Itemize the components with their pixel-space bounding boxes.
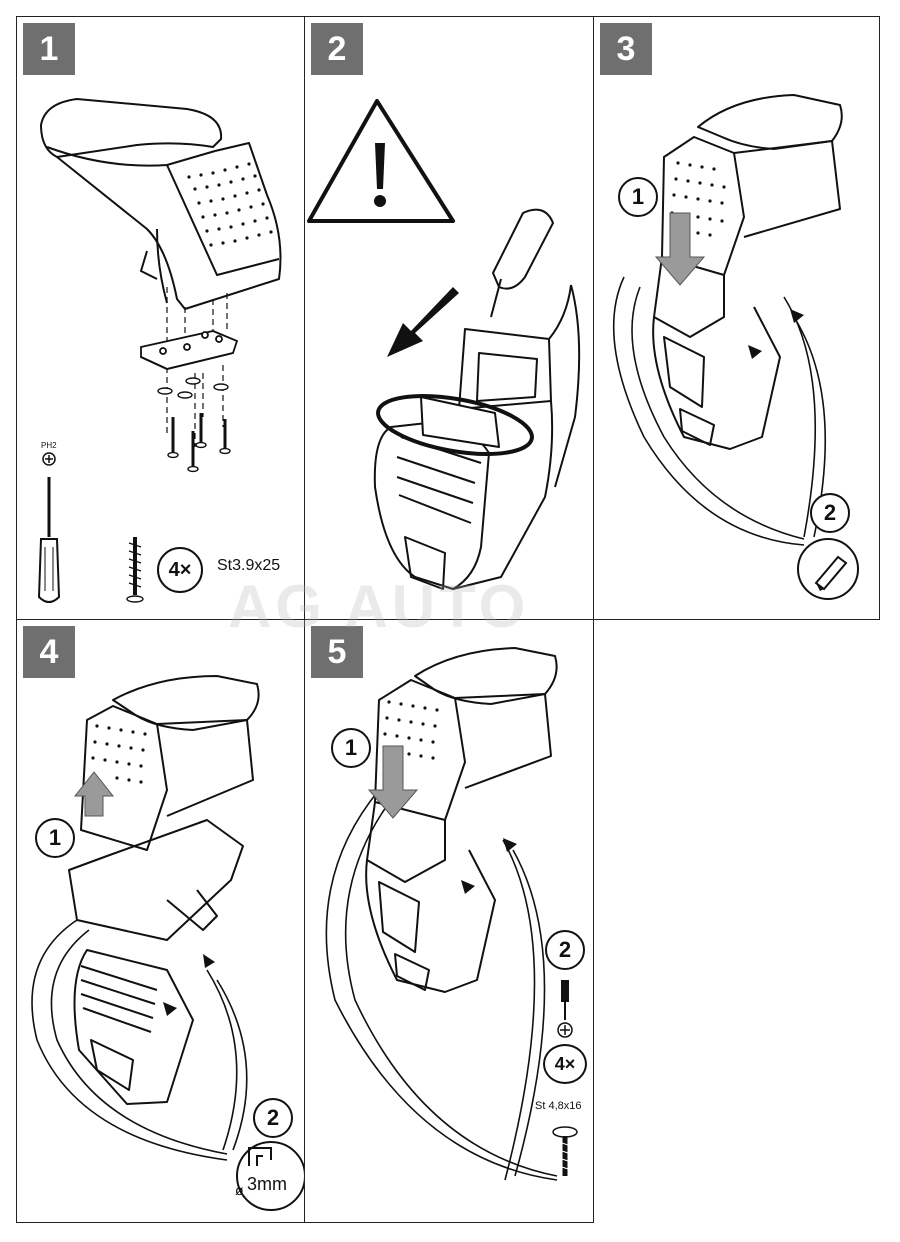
watermark: AG AUTO xyxy=(228,573,530,640)
armrest-fix-illustration xyxy=(325,647,578,1181)
step-3-panel: 3 xyxy=(593,16,880,620)
substep-1-circle: 1 xyxy=(618,177,658,217)
pencil-mark-icon xyxy=(797,538,859,600)
screw-icon xyxy=(552,1126,578,1176)
gap-label: 3mm xyxy=(247,1174,287,1194)
bit-size-label: PH2 xyxy=(41,441,57,450)
gap-measure-icon xyxy=(236,1141,304,1211)
screw-icon xyxy=(126,537,144,603)
screw-count-circle: 4× xyxy=(157,547,203,593)
armrest-exploded-illustration xyxy=(37,98,282,603)
step-number-badge: 4 xyxy=(23,626,75,678)
phillips-icon xyxy=(557,1022,573,1038)
substep-2-circle: 2 xyxy=(810,493,850,533)
diameter-symbol: ø xyxy=(235,1182,244,1198)
screw-spec-label: St 4,8x16 xyxy=(535,1100,582,1112)
step-1-panel: 1 xyxy=(16,16,305,620)
step-number-badge: 2 xyxy=(311,23,363,75)
screwdriver-icon xyxy=(561,980,569,1020)
substep-2-circle: 2 xyxy=(545,930,585,970)
armrest-lift-illustration xyxy=(31,675,304,1211)
step-2-panel: 2 xyxy=(304,16,594,620)
step-number-badge: 5 xyxy=(311,626,363,678)
pad-texture xyxy=(187,162,273,247)
step-4-panel: 4 1 2 ø 3m xyxy=(16,619,305,1223)
step-number-badge: 1 xyxy=(23,23,75,75)
substep-1-circle: 1 xyxy=(35,818,75,858)
step-number-badge: 3 xyxy=(600,23,652,75)
step-5-panel: 5 xyxy=(304,619,594,1223)
screwdriver-icon xyxy=(37,452,61,603)
warning-triangle-icon xyxy=(307,99,455,223)
screw-count-circle: 4× xyxy=(543,1044,587,1084)
substep-2-circle: 2 xyxy=(253,1098,293,1138)
screw-spec-label: St3.9x25 xyxy=(217,557,281,574)
console-slide-illustration xyxy=(307,99,581,590)
armrest-mounting-illustration xyxy=(612,94,859,600)
substep-1-circle: 1 xyxy=(331,728,371,768)
